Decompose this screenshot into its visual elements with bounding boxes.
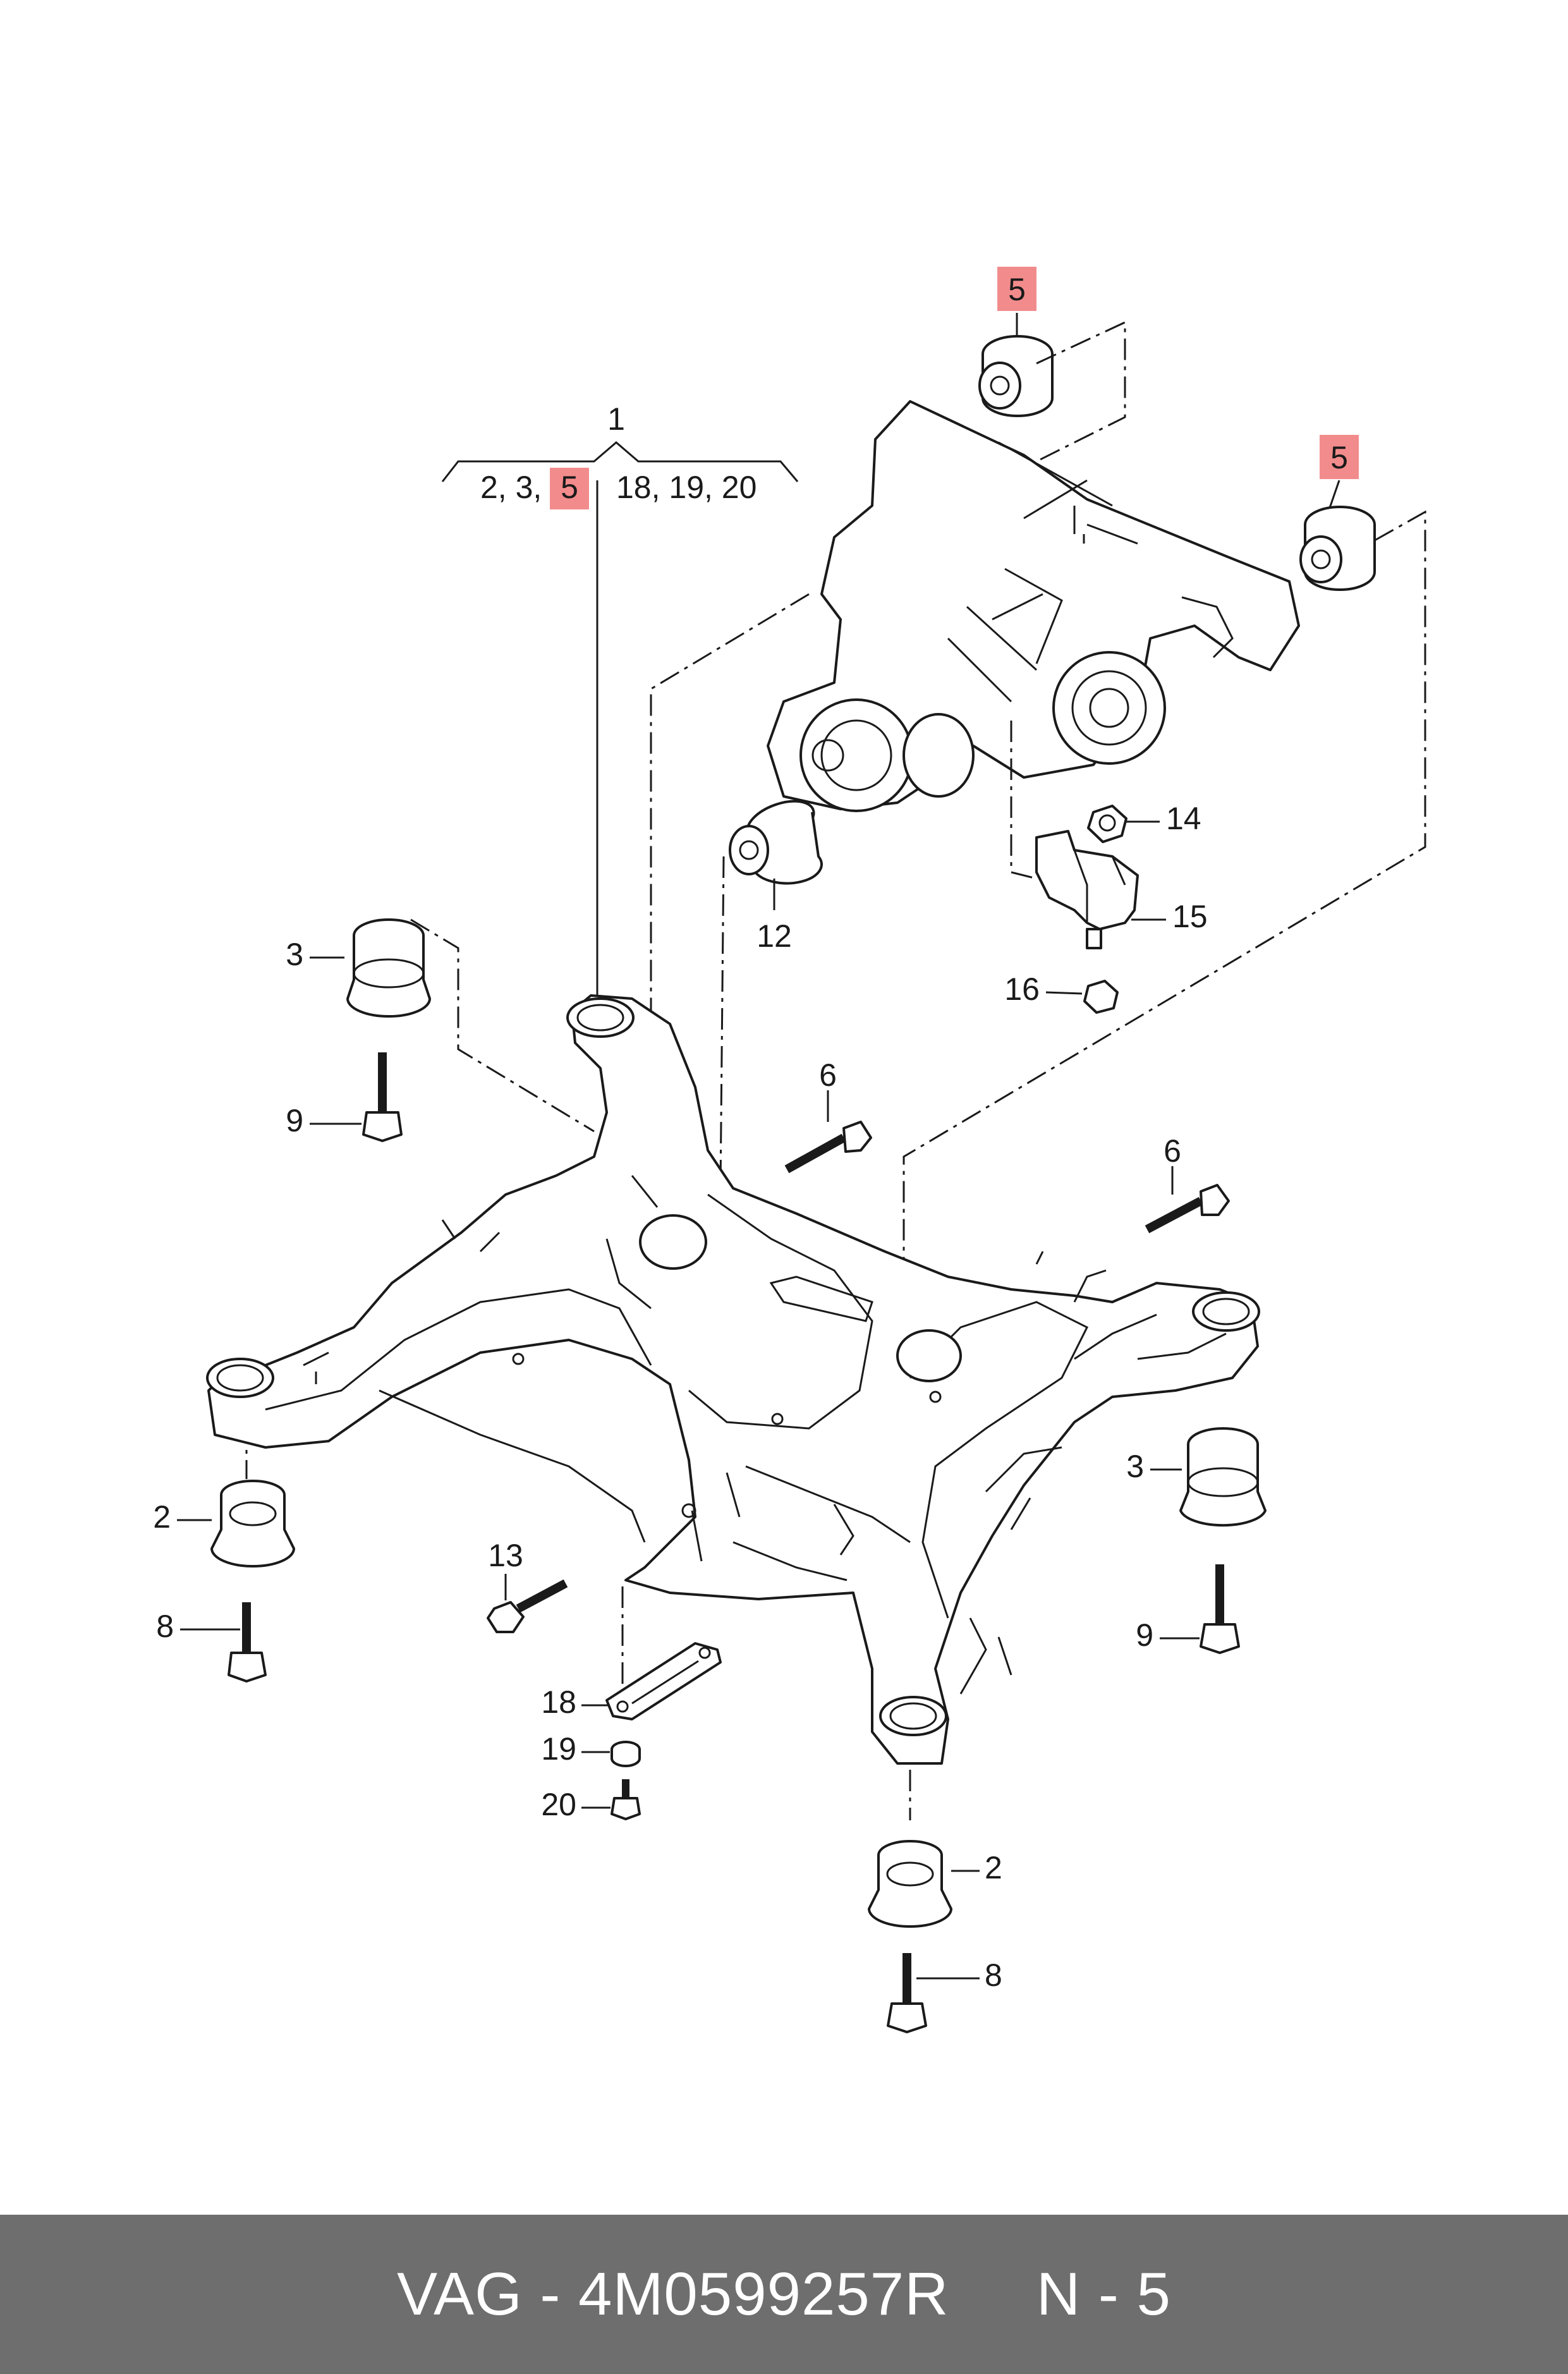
callout-18: 18 [541,1684,610,1720]
callout-14: 14 [1125,801,1201,836]
bolt-20 [611,1779,641,1820]
part-number-label: VAG - 4M0599257R N - 5 [397,2260,1171,2328]
bracket-15 [1035,830,1139,949]
callout-highlight-box [1320,435,1359,479]
bolt-6-left [784,1121,872,1174]
callout-3-right: 3 [1126,1449,1182,1484]
group-highlight-box [550,468,589,509]
nut-16 [1083,980,1119,1014]
callout-12: 12 [757,879,792,954]
svg-text:19: 19 [541,1731,576,1767]
svg-text:2: 2 [153,1499,171,1535]
plate-18 [605,1642,722,1720]
callout-20: 20 [541,1787,611,1822]
group-left-highlight: 5 [561,470,578,505]
group-number: 1 [607,401,625,437]
group-right-list: 18, 19, 20 [616,470,757,505]
bushing-2-right [868,1840,952,1928]
rear-differential-assembly [767,400,1300,812]
callout-16: 16 [1004,971,1083,1007]
svg-text:9: 9 [286,1103,303,1138]
callout-13: 13 [488,1538,523,1600]
svg-text:20: 20 [541,1787,576,1822]
bushing-3-left [346,918,431,1018]
svg-text:3: 3 [1126,1449,1144,1484]
svg-text:5: 5 [1330,440,1348,475]
group-bracket [441,441,799,482]
differential-mount-bushing-top [978,335,1054,417]
callout-highlight-box [997,267,1036,311]
bolt-9-right [1200,1564,1240,1654]
callout-8-left: 8 [156,1609,240,1644]
callout-9-right: 9 [1136,1617,1200,1653]
bushing-2-left [210,1480,295,1567]
callout-2-right: 2 [951,1850,1002,1885]
callout-5-right: 5 [1320,435,1359,516]
bolt-13 [487,1579,568,1633]
callout-8-right: 8 [916,1957,1002,1993]
svg-text:3: 3 [286,937,303,972]
output-flange [1052,651,1166,765]
svg-text:16: 16 [1004,971,1040,1007]
exploded-parts-diagram: 1 2, 3, 5 18, 19, 20 5 5 [153,267,1426,2033]
svg-text:6: 6 [1164,1133,1181,1169]
nut-14 [1087,805,1127,843]
group-label-1: 1 2, 3, 5 18, 19, 20 [441,401,799,1011]
bolt-8-right [887,1953,927,2033]
differential-mount-bushing-right [1299,506,1376,591]
svg-text:18: 18 [541,1684,576,1720]
callout-2-left: 2 [153,1499,212,1535]
rear-subframe [206,994,1260,1765]
bushing-12 [729,800,823,885]
callout-19: 19 [541,1731,610,1767]
svg-text:9: 9 [1136,1617,1153,1653]
svg-text:2: 2 [985,1850,1002,1885]
svg-text:14: 14 [1166,801,1201,836]
callout-3-left: 3 [286,937,344,972]
bolt-9-left [362,1052,403,1142]
callout-5-top: 5 [997,267,1036,344]
callout-15: 15 [1131,899,1208,934]
svg-text:8: 8 [985,1957,1002,1993]
svg-text:12: 12 [757,918,792,954]
bolt-8-left [228,1602,267,1683]
group-left-list: 2, 3, [480,470,542,505]
bolt-6-right [1145,1184,1230,1234]
callout-9-left: 9 [286,1103,362,1138]
callout-6-left: 6 [819,1057,837,1122]
svg-text:5: 5 [1008,272,1026,307]
svg-text:6: 6 [819,1057,837,1093]
washer-19 [611,1741,641,1767]
svg-text:13: 13 [488,1538,523,1573]
bushing-3-right [1179,1427,1267,1527]
part-number-footer: VAG - 4M0599257R N - 5 [0,2215,1568,2374]
callout-6-right: 6 [1164,1133,1181,1195]
svg-text:8: 8 [156,1609,174,1644]
pinion-flange [799,698,913,812]
svg-text:15: 15 [1172,899,1208,934]
